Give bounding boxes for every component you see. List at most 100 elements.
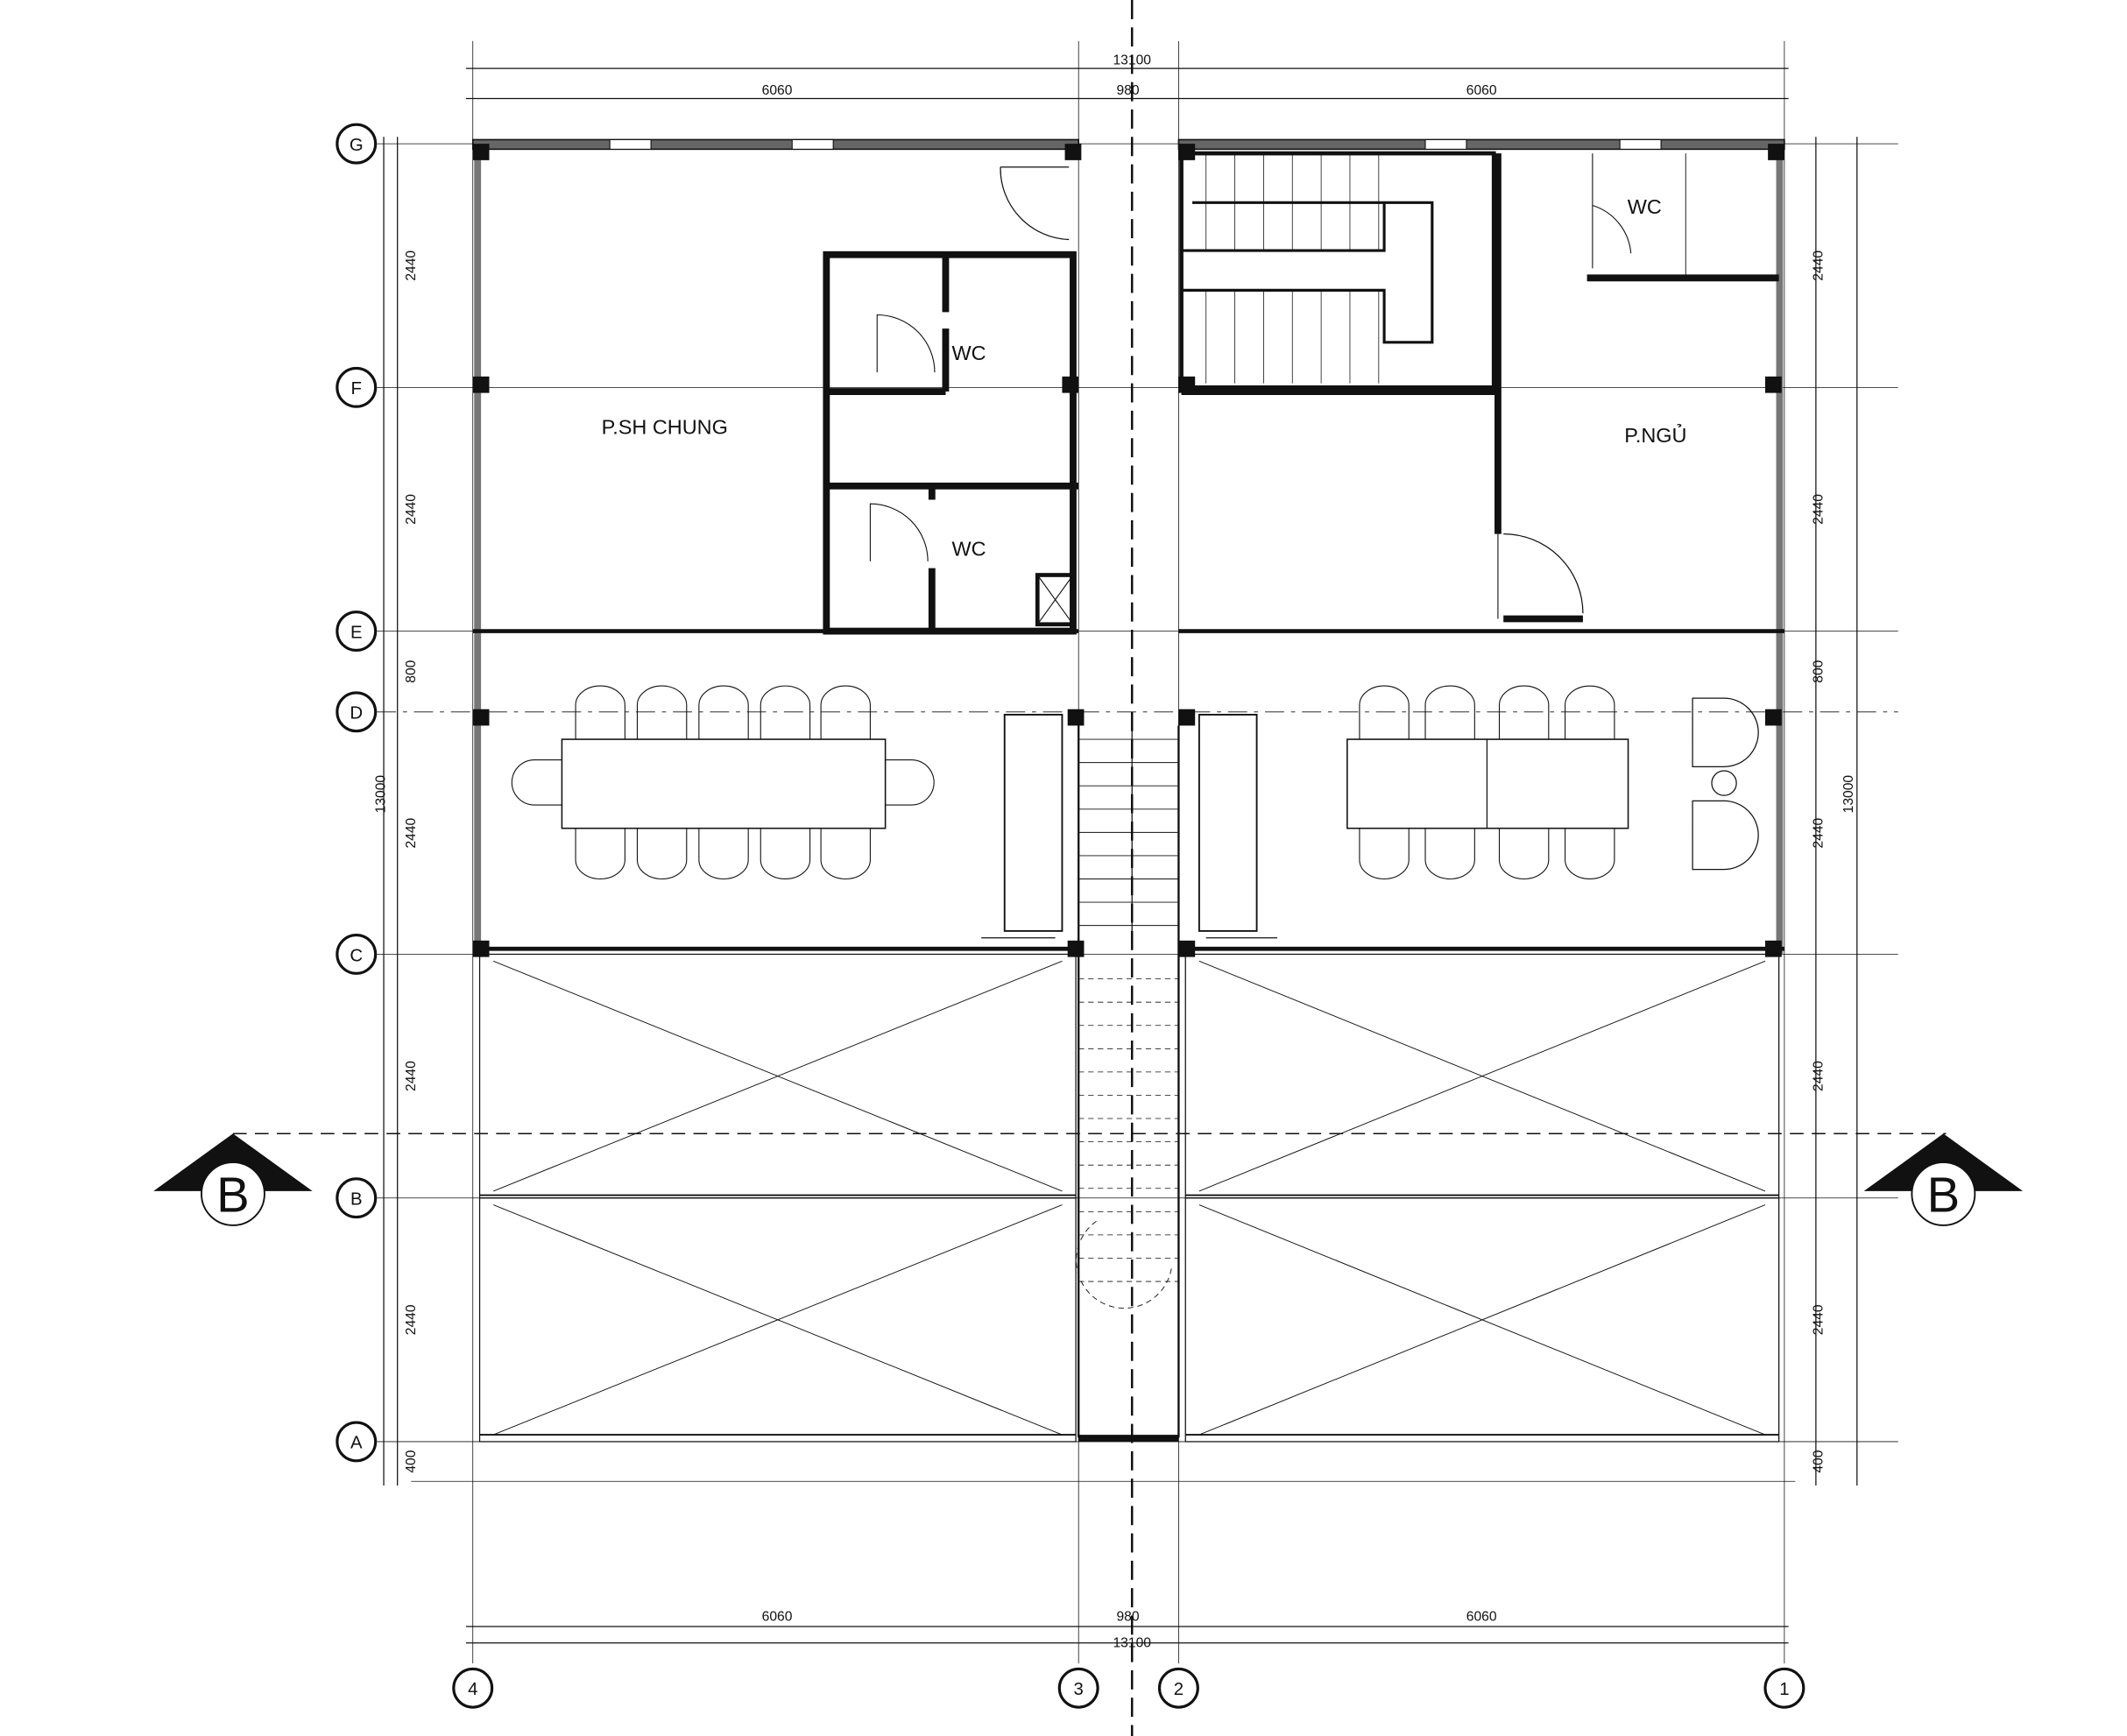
cross-line: [1198, 960, 1766, 1192]
section-marker-circle: [1911, 1161, 1976, 1226]
grid-bubble: [1157, 1667, 1199, 1709]
section-marker-circle: [201, 1161, 265, 1226]
stair-wall: [1179, 151, 1496, 390]
window: [609, 138, 652, 150]
chair: [760, 828, 811, 879]
dining-table: [561, 738, 887, 829]
column: [1764, 940, 1782, 957]
bench: [1003, 713, 1064, 932]
grid-bubble: [336, 1421, 378, 1463]
grid-bubble: [1057, 1667, 1099, 1709]
dim-bay-left-top: 6060: [762, 83, 793, 98]
chair: [1424, 828, 1475, 879]
chair: [698, 828, 749, 879]
chair: [820, 828, 871, 879]
cross-line: [493, 960, 1063, 1192]
room-label-wc: WC: [952, 342, 986, 364]
column: [1768, 144, 1784, 160]
window: [1424, 138, 1467, 150]
stair-outline: [1181, 201, 1434, 344]
dim-row-left: 2440: [404, 494, 419, 525]
dim-total-width-bottom: 13100: [1113, 1635, 1151, 1650]
wc-block-wall: [823, 251, 1077, 635]
dim-bay-mid-top: 980: [1116, 83, 1139, 98]
chair: [1498, 828, 1550, 879]
grid-label-row: G: [350, 136, 364, 155]
dim-row-left: 2440: [404, 817, 419, 848]
door-swing: [1503, 533, 1584, 614]
grid-label-col: 1: [1779, 1680, 1789, 1699]
wall-top-left: [471, 138, 1079, 151]
dim-row-right: 2440: [1812, 251, 1827, 281]
dim-total-width-top: 13100: [1113, 53, 1151, 67]
grid-bubble: [1763, 1667, 1805, 1709]
chair: [1498, 685, 1550, 740]
dining-table: [1346, 738, 1629, 829]
grid-label-row: B: [350, 1190, 363, 1210]
room-label-common: P.SH CHUNG: [602, 416, 728, 439]
wall-right: [1776, 144, 1784, 955]
column: [1764, 709, 1782, 726]
grid-bubble: [336, 366, 378, 408]
chair: [760, 685, 811, 740]
grid-bubble: [336, 610, 378, 653]
door-swing: [1000, 166, 1070, 241]
dashed-arc: [1076, 1220, 1173, 1309]
lounge-chair: [1692, 697, 1759, 767]
chair: [1424, 685, 1475, 740]
void-panel: [478, 1197, 1077, 1443]
column: [1064, 144, 1082, 160]
section-marker-right: B: [1927, 1167, 1961, 1222]
door-swing: [1592, 204, 1632, 254]
wall-top-right: [1177, 138, 1785, 151]
dim-row-right: 2440: [1812, 494, 1827, 525]
grid-label-col: 3: [1074, 1680, 1084, 1699]
column: [472, 376, 490, 393]
grid-label-row: A: [350, 1434, 363, 1453]
shaft: [1035, 573, 1076, 627]
room-label-wc: WC: [1628, 195, 1662, 218]
wall-left: [474, 144, 482, 955]
dim-row-right: 2440: [1812, 1304, 1827, 1335]
dim-row-right: 2440: [1812, 817, 1827, 848]
dim-bay-left-bottom: 6060: [762, 1610, 793, 1625]
dim-row-right: 800: [1812, 660, 1827, 682]
dim-total-depth-right: 13000: [1841, 775, 1856, 814]
chair: [820, 685, 871, 740]
dim-bay-right-bottom: 6060: [1466, 1610, 1497, 1625]
chair: [575, 685, 625, 740]
dim-bay-mid-bottom: 980: [1116, 1610, 1139, 1625]
bench: [1198, 713, 1258, 932]
grid-bubble: [452, 1667, 494, 1709]
chair: [636, 685, 688, 740]
chair: [575, 828, 625, 879]
chair: [1359, 828, 1410, 879]
column: [1178, 709, 1196, 726]
door-swing: [876, 314, 936, 373]
grid-bubble: [336, 123, 378, 165]
dim-row-left: 2440: [404, 1061, 419, 1091]
grid-bubble: [336, 1177, 378, 1219]
line: [1036, 575, 1074, 625]
chair: [885, 759, 935, 806]
dim-bay-right-top: 6060: [1466, 83, 1497, 98]
dim-row-left: 800: [404, 660, 419, 682]
column: [472, 144, 490, 160]
grid-label-row: C: [350, 946, 363, 965]
room-label-wc: WC: [952, 538, 986, 561]
chair: [636, 828, 688, 879]
grid-label-row: F: [351, 379, 362, 399]
section-marker-left: B: [216, 1167, 250, 1222]
grid-bubble: [336, 934, 378, 975]
grid-label-col: 4: [468, 1680, 477, 1699]
dim-row-right: 2440: [1812, 1061, 1827, 1091]
chair: [1359, 685, 1410, 740]
void-panel: [1184, 1197, 1780, 1443]
dim-row-right: 400: [1812, 1450, 1827, 1472]
window: [791, 138, 834, 150]
column: [1764, 376, 1782, 393]
chair: [511, 759, 562, 806]
grid-bubble: [336, 691, 378, 733]
